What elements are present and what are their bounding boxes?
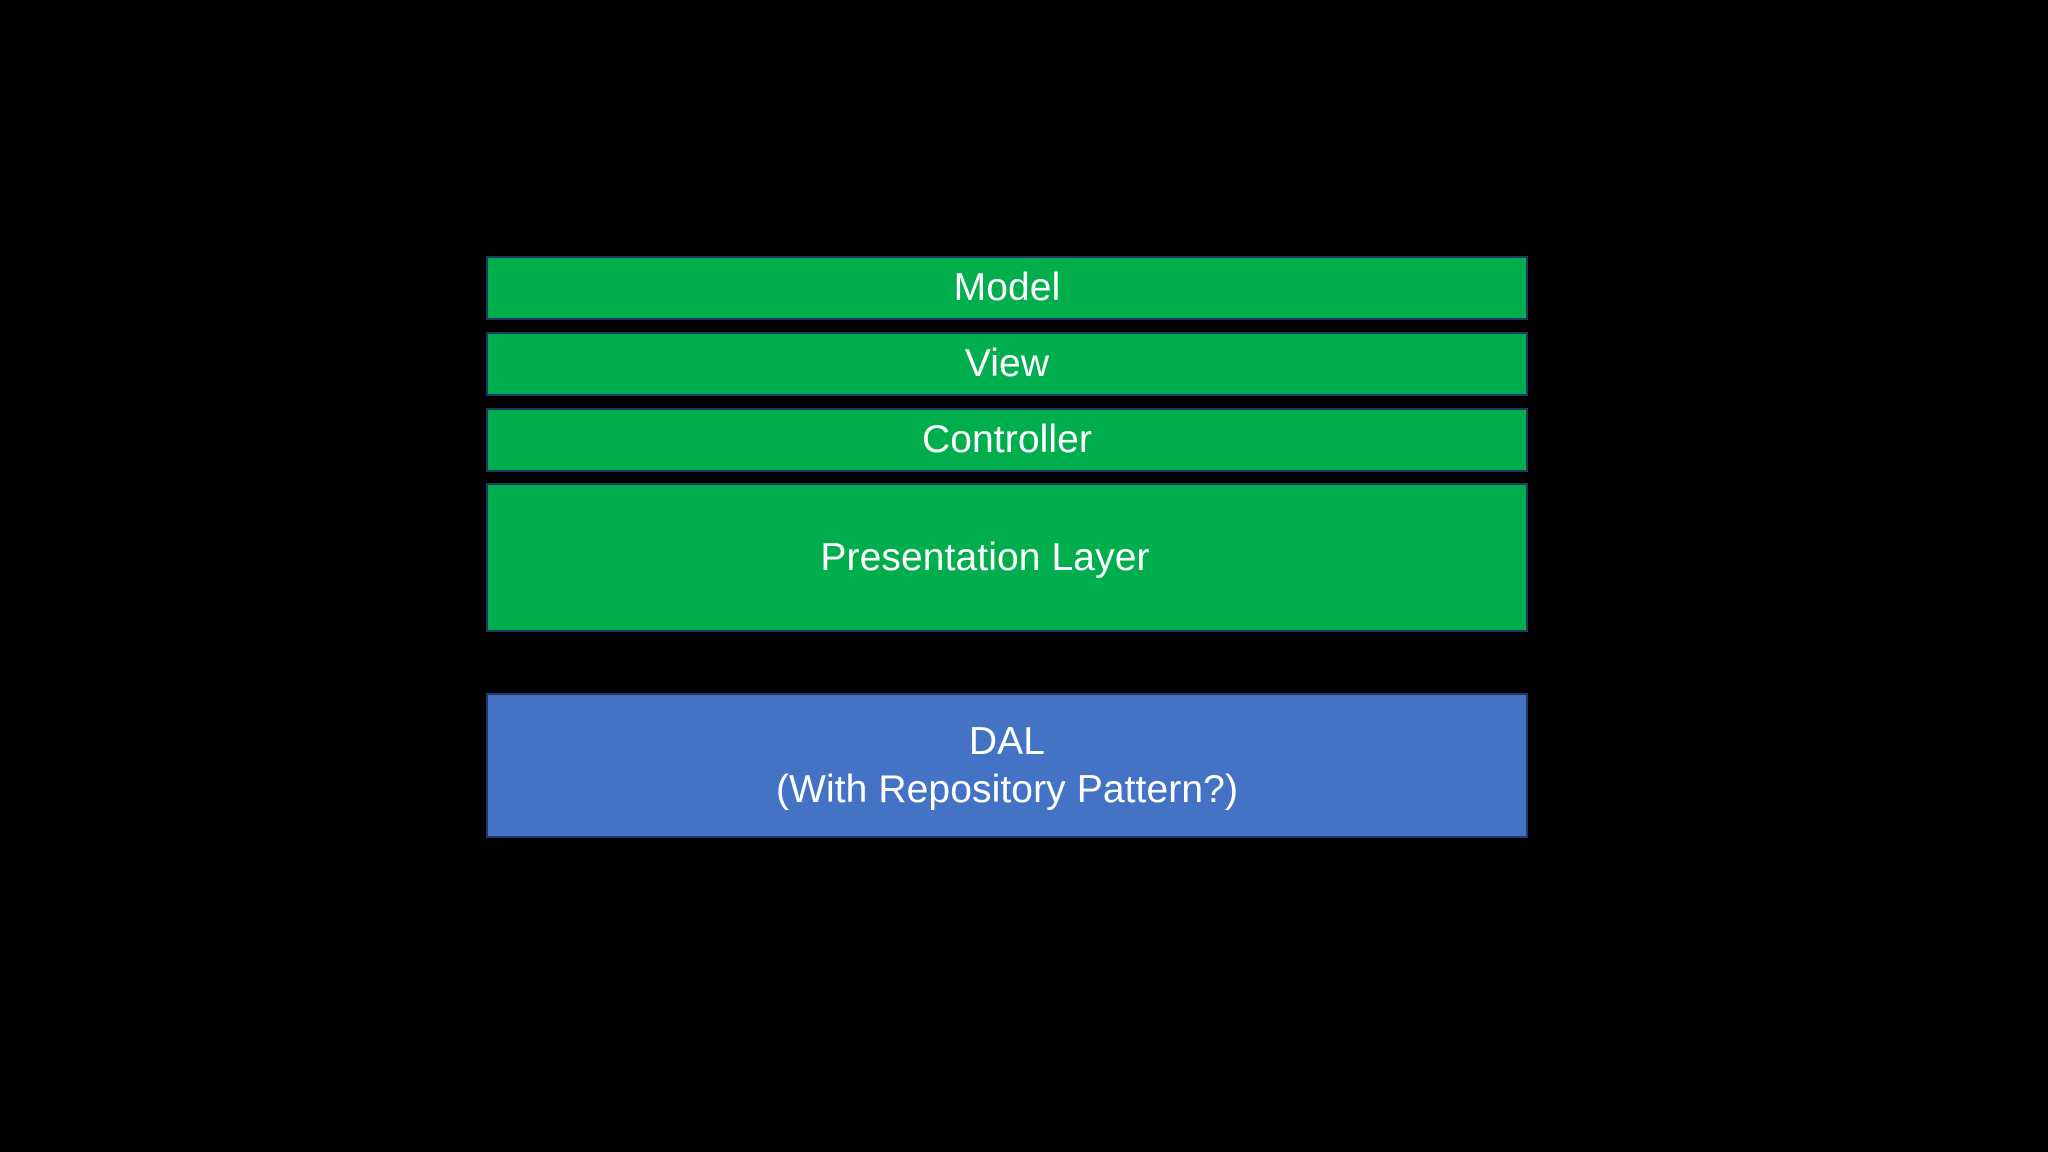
diagram-box-model-label: Model: [953, 266, 1061, 310]
diagram-box-presentation-layer-label: Presentation Layer: [820, 535, 1150, 579]
diagram-box-presentation-layer[interactable]: Presentation Layer: [486, 483, 1528, 632]
diagram-box-model[interactable]: Model: [486, 256, 1528, 320]
diagram-box-dal[interactable]: DAL (With Repository Pattern?): [486, 693, 1528, 838]
diagram-box-controller-label: Controller: [921, 418, 1093, 462]
diagram-box-view[interactable]: View: [486, 332, 1528, 396]
diagram-box-controller[interactable]: Controller: [486, 408, 1528, 472]
diagram-box-view-label: View: [964, 342, 1050, 386]
diagram-box-dal-label: DAL (With Repository Pattern?): [775, 719, 1239, 811]
